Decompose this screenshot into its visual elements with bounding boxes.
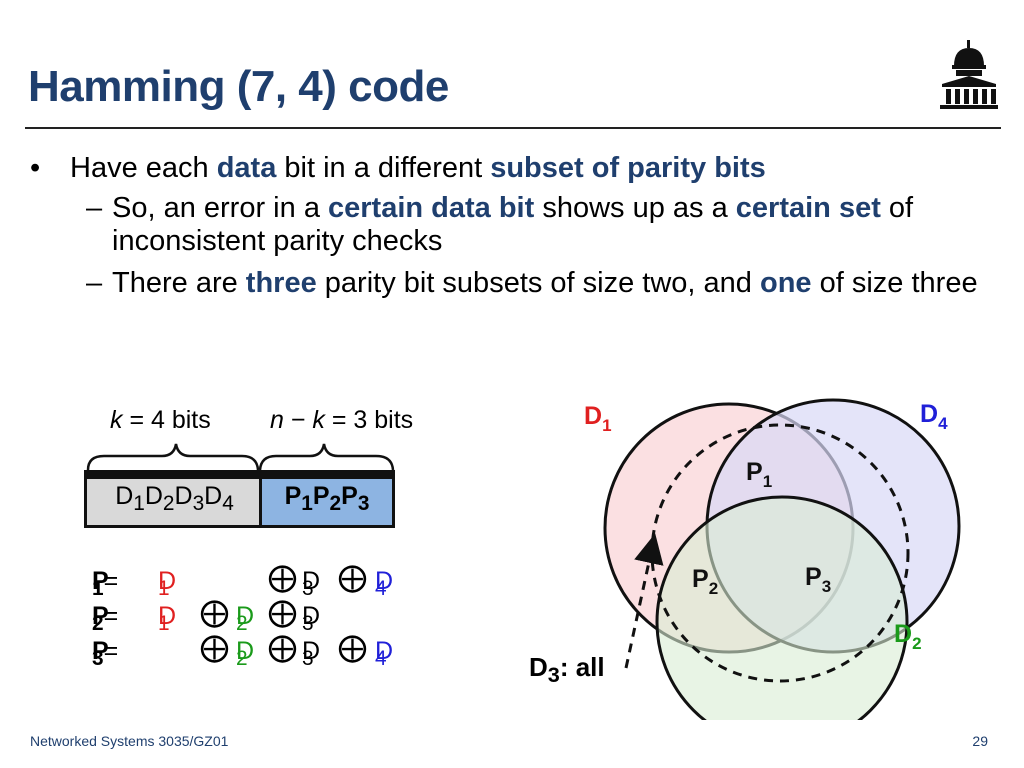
bullet-list: • Have each data bit in a different subs… bbox=[30, 150, 1005, 300]
p1-label: P1 bbox=[746, 458, 772, 491]
bullet-dash: – bbox=[86, 267, 103, 299]
d4-label: D4 bbox=[920, 400, 948, 433]
bullet-1: • Have each data bit in a different subs… bbox=[30, 152, 766, 184]
parity-brace bbox=[258, 443, 395, 471]
page-number: 29 bbox=[972, 733, 988, 749]
parity-bits-label: n − k = 3 bits bbox=[270, 406, 414, 434]
title-divider bbox=[25, 127, 1001, 129]
bullet-dot: • bbox=[30, 152, 41, 184]
d3-all-label: D3: all bbox=[529, 652, 605, 688]
d1-label: D1 bbox=[584, 402, 612, 435]
bullet-3: – There are three parity bit subsets of … bbox=[86, 267, 978, 299]
d2-label: D2 bbox=[894, 620, 922, 653]
slide-title: Hamming (7, 4) code bbox=[28, 62, 449, 111]
brace-group bbox=[86, 443, 395, 471]
footer-course: Networked Systems 3035/GZ01 bbox=[30, 733, 229, 749]
venn-diagram: D1 D4 D2 P1 P2 P3 bbox=[584, 398, 961, 720]
bullet-dash: – bbox=[86, 192, 103, 224]
bullet-2: – So, an error in a certain data bit sho… bbox=[86, 192, 914, 257]
data-bits-label: k = 4 bits bbox=[110, 406, 211, 434]
p3-label: P3 bbox=[805, 563, 831, 596]
data-brace bbox=[86, 443, 260, 471]
d3-arrow bbox=[624, 533, 664, 669]
parity-bits-box: P1P2P3 bbox=[259, 470, 395, 528]
university-building-icon bbox=[940, 40, 998, 109]
data-bits-box: D1D2D3D4 bbox=[84, 470, 262, 528]
p2-label: P2 bbox=[692, 565, 718, 598]
